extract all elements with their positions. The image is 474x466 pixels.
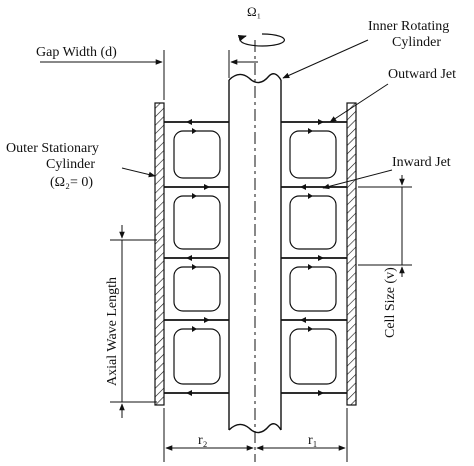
vortex-cell xyxy=(289,266,337,312)
cell-size-dimension xyxy=(358,175,412,277)
vortex-arrowhead xyxy=(192,264,197,270)
inner-cylinder-label-2: Cylinder xyxy=(392,35,441,50)
r1-label: r₁ xyxy=(308,433,318,448)
outward-jet-label: Outward Jet xyxy=(388,67,456,82)
jet-arrowhead xyxy=(186,119,192,125)
outer-wall-right xyxy=(346,102,357,406)
r2-label: r₂ xyxy=(198,433,208,448)
vortex-arrowhead xyxy=(192,128,197,134)
leader-lines xyxy=(121,39,393,190)
jet-arrowhead xyxy=(318,390,324,396)
jet-arrowhead xyxy=(300,317,306,323)
jet-arrowhead xyxy=(204,317,210,323)
gap-width-label: Gap Width (d) xyxy=(36,45,117,60)
vortex-cell xyxy=(173,130,221,179)
vortex-cell xyxy=(289,328,337,385)
outer-cylinder-label-1: Outer Stationary xyxy=(6,141,99,156)
jet-arrowhead xyxy=(186,390,192,396)
vortex-arrowhead xyxy=(192,193,197,199)
omega-inner-label: Ω₁ xyxy=(247,4,261,19)
inward-jet-label: Inward Jet xyxy=(392,155,451,170)
vortex-cell xyxy=(173,328,221,385)
jet-arrowhead xyxy=(300,184,306,190)
radius-dimensions xyxy=(163,408,348,462)
outer-wall-left xyxy=(154,102,165,406)
gap-width-dimension xyxy=(40,50,258,100)
jet-arrowhead xyxy=(186,255,192,261)
vortex-cell xyxy=(289,130,337,179)
outer-cylinder-label-2: Cylinder xyxy=(46,157,95,172)
jet-lines xyxy=(164,119,347,396)
cell-size-label: Cell Size (v) xyxy=(383,267,398,338)
vortex-cells xyxy=(173,128,337,385)
rotation-arrow xyxy=(237,33,285,47)
axial-wave-length-dimension xyxy=(110,225,157,418)
vortex-cell xyxy=(173,195,221,250)
outer-cylinder-label-3: (Ω₂= 0) xyxy=(50,175,93,190)
vortex-cell xyxy=(173,266,221,312)
vortex-cell xyxy=(289,195,337,250)
inner-cylinder xyxy=(228,73,282,434)
jet-arrowhead xyxy=(318,255,324,261)
vortex-arrowhead xyxy=(308,193,313,199)
vortex-arrowhead xyxy=(308,326,313,332)
inner-cylinder-label-1: Inner Rotating xyxy=(368,19,449,34)
jet-arrowhead xyxy=(318,119,324,125)
axial-wave-length-label: Axial Wave Length xyxy=(105,277,120,386)
jet-arrowhead xyxy=(204,184,210,190)
vortex-arrowhead xyxy=(308,264,313,270)
vortex-arrowhead xyxy=(192,326,197,332)
vortex-arrowhead xyxy=(308,128,313,134)
